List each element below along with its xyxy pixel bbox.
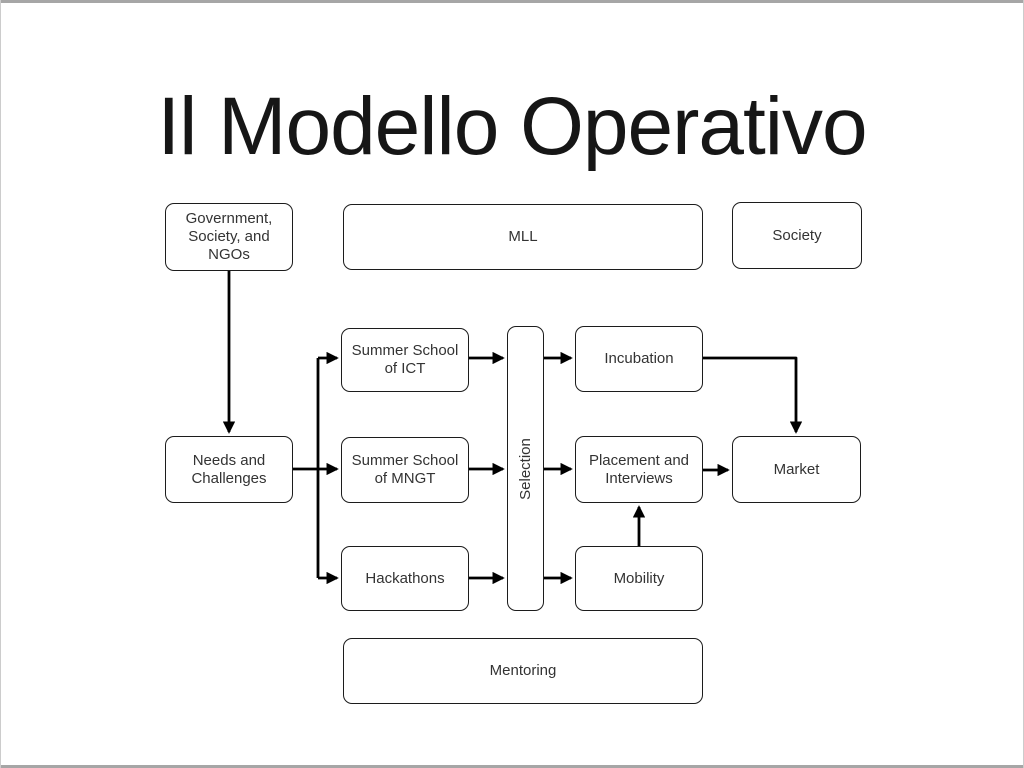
node-mll: MLL (343, 204, 703, 270)
node-label: Government, Society, and NGOs (185, 210, 273, 263)
edge-incubation-market (703, 356, 803, 434)
node-label: Needs and Challenges (191, 451, 267, 487)
node-summer-school-ict: Summer School of ICT (341, 328, 469, 392)
slide-frame-bottom-bar (0, 765, 1024, 768)
node-hackathons: Hackathons (341, 546, 469, 611)
node-label: Mentoring (489, 662, 557, 679)
node-mentoring: Mentoring (343, 638, 703, 704)
node-label: Hackathons (365, 569, 445, 587)
slide-frame-left-edge (0, 0, 1, 768)
node-label: Summer School of MNGT (351, 452, 459, 487)
node-label: Summer School of ICT (351, 342, 459, 377)
slide-frame-top-bar (0, 0, 1024, 3)
node-market: Market (732, 436, 861, 503)
node-needs-and-challenges: Needs and Challenges (165, 436, 293, 503)
node-label: Selection (516, 437, 534, 500)
node-selection: Selection (507, 326, 544, 611)
node-label: Mobility (613, 569, 665, 587)
node-label: Society (772, 226, 822, 244)
node-label: Incubation (604, 350, 674, 367)
node-mobility: Mobility (575, 546, 703, 611)
node-label: Placement and Interviews (588, 451, 690, 487)
node-placement-and-interviews: Placement and Interviews (575, 436, 703, 503)
node-label: Market (773, 460, 820, 478)
node-label: MLL (508, 228, 538, 245)
node-government-society-ngos: Government, Society, and NGOs (165, 203, 293, 271)
node-society: Society (732, 202, 862, 269)
node-incubation: Incubation (575, 326, 703, 392)
node-summer-school-mngt: Summer School of MNGT (341, 437, 469, 503)
slide-title: Il Modello Operativo (157, 81, 867, 172)
